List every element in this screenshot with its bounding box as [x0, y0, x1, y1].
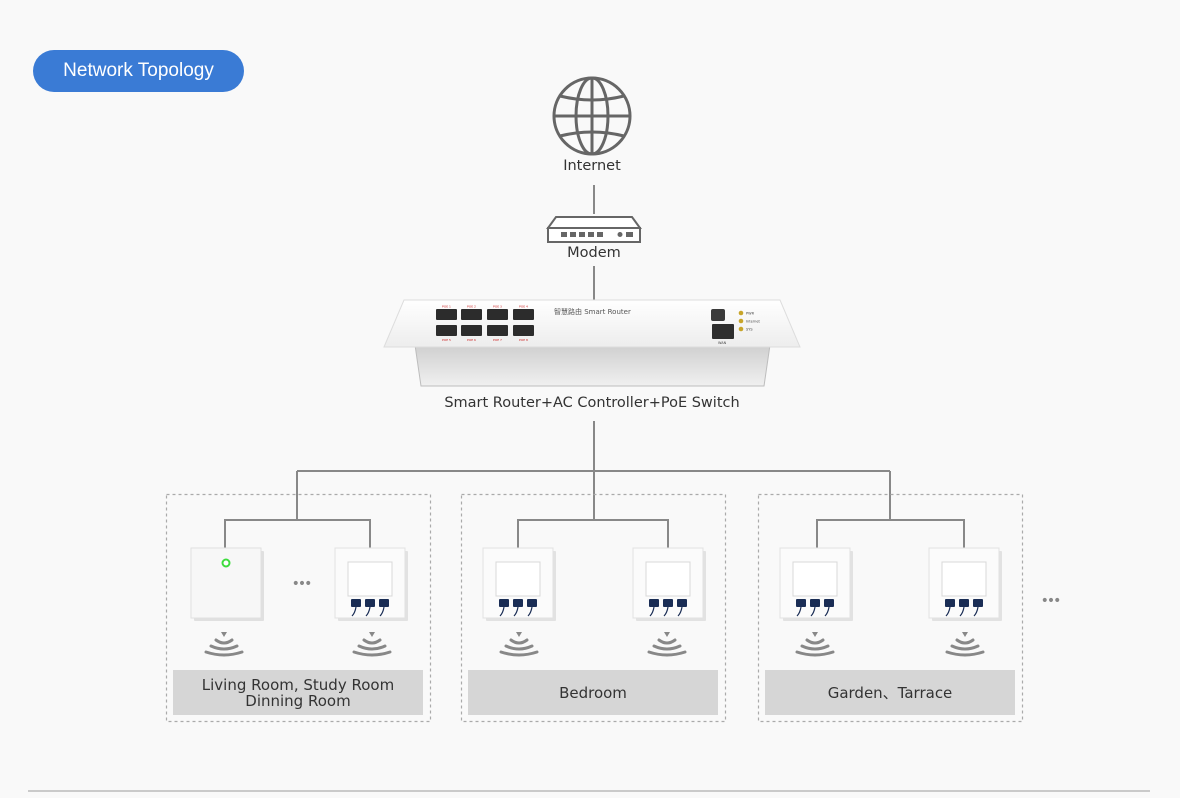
- router-label: Smart Router+AC Controller+PoE Switch: [444, 395, 740, 411]
- router-poe-port-bottom-2: [461, 325, 482, 336]
- access-point-2b-port-2: [663, 599, 673, 607]
- access-point-2b-port-3: [677, 599, 687, 607]
- room-bar-1-line-2: Dinning Room: [245, 691, 351, 710]
- router-port-label-top-3: POE 3: [493, 305, 502, 309]
- router-led-label-1: PWR: [746, 311, 755, 315]
- router-poe-port-top-3: [487, 309, 508, 320]
- router-port-labels: POE 1 POE 5 POE 2 POE 6 POE 3 POE 7 POE 4 POE 8: [442, 305, 528, 343]
- router-led-label-3: SYS: [746, 327, 753, 331]
- router-port-label-bottom-3: POE 7: [493, 338, 502, 342]
- router-power-jack: [711, 309, 725, 321]
- router-poe-port-bottom-3: [487, 325, 508, 336]
- router-poe-port-top-1: [436, 309, 457, 320]
- router-port-label-top-4: POE 4: [519, 305, 528, 309]
- room-bar-2-line-1: Bedroom: [559, 683, 627, 702]
- access-point-1a-port-3: [379, 599, 389, 607]
- router-port-label-bottom-1: POE 5: [442, 338, 451, 342]
- router-poe-port-bottom-1: [436, 325, 457, 336]
- room-bar-1-line-1: Living Room, Study Room: [201, 675, 395, 694]
- router-poe-port-top-2: [461, 309, 482, 320]
- wifi-icon-3a: [795, 632, 835, 657]
- access-point-3a-port-2: [810, 599, 820, 607]
- wifi-layer: [204, 632, 985, 657]
- smart-panel-device: [190, 547, 264, 621]
- router-wan-label: WAN: [718, 341, 727, 345]
- modem-icon: [546, 216, 642, 243]
- access-point-3b-port-1: [945, 599, 955, 607]
- access-point-2a-port-1: [499, 599, 509, 607]
- access-point-2a-port-3: [527, 599, 537, 607]
- router-wan-port: [712, 324, 734, 339]
- panel-led-icon: [221, 558, 231, 568]
- router-led-3: [738, 326, 744, 332]
- access-point-3b: [928, 547, 1002, 621]
- wifi-icon-3b: [945, 632, 985, 657]
- access-point-1a-port-1: [351, 599, 361, 607]
- group-box-3: [757, 493, 1024, 723]
- room-bar-3-line-1: Garden、Tarrace: [827, 683, 953, 702]
- room-bar-3: Garden、Tarrace: [765, 670, 1015, 715]
- router-led-2: [738, 318, 744, 324]
- access-point-2b: [632, 547, 706, 621]
- more-dots-inline: •••: [292, 576, 312, 592]
- globe-icon: [552, 76, 632, 156]
- connection-lines: [224, 185, 965, 549]
- more-dots-trailing: •••: [1041, 593, 1061, 609]
- group-boxes: [165, 493, 1024, 723]
- access-point-3b-port-2: [959, 599, 969, 607]
- modem-label: Modem: [567, 245, 621, 261]
- access-point-3a-port-1: [796, 599, 806, 607]
- access-point-3a-port-3: [824, 599, 834, 607]
- access-point-2b-port-1: [649, 599, 659, 607]
- router-port-label-top-2: POE 2: [467, 305, 476, 309]
- router-device: POE 1 POE 5 POE 2 POE 6 POE 3 POE 7 POE 4 POE 8…: [383, 299, 801, 387]
- wifi-icon-1b: [352, 632, 392, 657]
- router-poe-port-bottom-4: [513, 325, 534, 336]
- access-point-1a-port-2: [365, 599, 375, 607]
- wifi-icon-2a: [499, 632, 539, 657]
- access-point-2a: [482, 547, 556, 621]
- router-port-label-bottom-4: POE 8: [519, 338, 528, 342]
- router-brand-text: 智慧路由 Smart Router: [554, 307, 631, 316]
- router-port-grid: [436, 309, 534, 336]
- access-point-1a: [334, 547, 408, 621]
- access-point-2a-port-2: [513, 599, 523, 607]
- router-port-label-top-1: POE 1: [442, 305, 451, 309]
- internet-label: Internet: [563, 158, 621, 174]
- group-box-1: [165, 493, 432, 723]
- wifi-icon-1a: [204, 632, 244, 657]
- router-led-label-2: Internet: [746, 319, 761, 323]
- room-bar-1: Living Room, Study Room Dinning Room: [173, 670, 423, 715]
- network-topology-badge: Network Topology: [33, 50, 244, 92]
- group-box-2: [460, 493, 727, 723]
- wifi-icon-2b: [647, 632, 687, 657]
- router-port-label-bottom-2: POE 6: [467, 338, 476, 342]
- access-point-3b-port-3: [973, 599, 983, 607]
- router-led-1: [738, 310, 744, 316]
- device-layer: [190, 547, 1002, 621]
- router-poe-port-top-4: [513, 309, 534, 320]
- room-bar-2: Bedroom: [468, 670, 718, 715]
- access-point-3a: [779, 547, 853, 621]
